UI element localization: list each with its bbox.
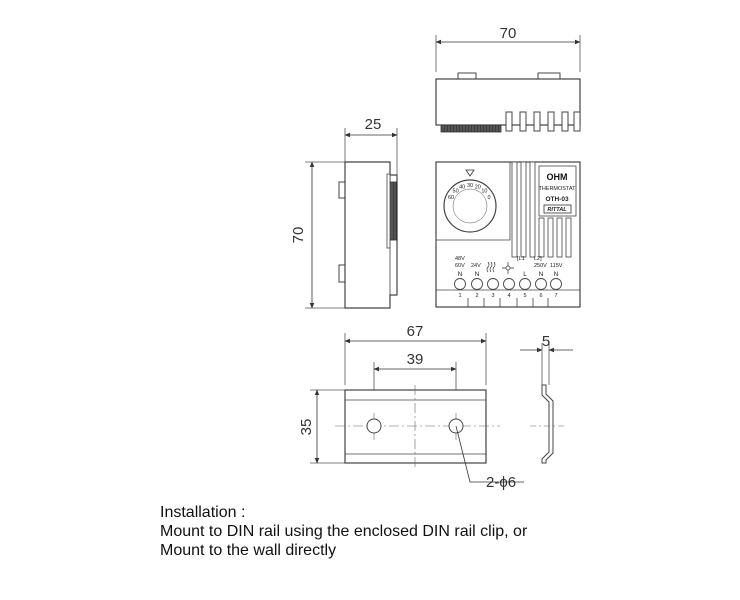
terminal-voltage-250v: 250V — [534, 263, 547, 269]
terminal-letter-1: N — [458, 271, 463, 278]
terminal-screws — [454, 278, 562, 290]
top-width-label: 70 — [500, 25, 517, 42]
brand-logo: OHM — [547, 172, 568, 182]
terminal-number-7: 7 — [554, 293, 557, 299]
maker-label: RITTAL — [547, 207, 567, 213]
terminal-letter-5: N — [554, 271, 559, 278]
holes-label: 2-ϕ6 — [486, 474, 516, 491]
dial-mark-2: 40 — [459, 185, 465, 191]
terminal-letter-3: L — [523, 271, 527, 278]
installation-line-2: Mount to the wall directly — [160, 542, 337, 559]
dimension-drawing: 70 25 70 — [290, 25, 581, 491]
clip-width-label: 67 — [407, 323, 424, 340]
dial-mark-3: 30 — [467, 183, 473, 189]
dial-mark-4: 20 — [475, 185, 481, 191]
terminal-letter-2: N — [475, 271, 480, 278]
side-view: 25 70 — [290, 116, 398, 309]
terminal-voltage-48v: 48V — [455, 256, 465, 262]
clip-profile — [541, 384, 554, 464]
terminal-l2-label: L2] — [534, 256, 542, 262]
terminal-number-3: 3 — [491, 293, 494, 299]
terminal-number-4: 4 — [507, 293, 510, 299]
side-height-label: 70 — [290, 227, 307, 244]
clip-thickness-label: 5 — [542, 333, 550, 350]
clip-height-label: 35 — [298, 419, 315, 436]
side-depth-label: 25 — [365, 116, 382, 133]
heater-icon — [486, 261, 496, 273]
dial-mark-6: 0 — [487, 195, 490, 201]
installation-heading: Installation : — [160, 504, 246, 521]
dial-mark-0: 60 — [448, 195, 454, 201]
terminal-number-1: 1 — [458, 293, 461, 299]
model-label: OTH-03 — [545, 196, 569, 203]
din-clip-view: 67 39 35 2-ϕ6 — [298, 323, 524, 491]
temperature-dial — [443, 179, 497, 233]
dial-mark-5: 10 — [481, 189, 487, 195]
terminal-voltage-24v: 24V — [471, 263, 481, 269]
terminal-voltage-115v: 115V — [550, 263, 563, 269]
terminal-letter-4: N — [539, 271, 544, 278]
dial-mark-1: 50 — [453, 189, 459, 195]
hole-spacing-label: 39 — [407, 351, 424, 368]
top-view: 70 — [435, 25, 581, 133]
terminal-l1-label: [L1 — [517, 256, 525, 262]
terminal-voltage-60v: 60V — [455, 263, 465, 269]
installation-notes: Installation : Mount to DIN rail using t… — [160, 503, 660, 560]
terminal-number-2: 2 — [475, 293, 478, 299]
terminal-number-6: 6 — [539, 293, 542, 299]
din-clip-side-view: 5 — [520, 333, 573, 464]
installation-line-1: Mount to DIN rail using the enclosed DIN… — [160, 523, 528, 540]
mounting-hole-left — [366, 418, 382, 434]
knob-edge — [440, 124, 502, 133]
dial-pointer-icon — [465, 169, 475, 177]
fan-icon — [502, 262, 514, 274]
product-label: THERMOSTAT — [538, 186, 576, 192]
terminal-number-5: 5 — [523, 293, 526, 299]
